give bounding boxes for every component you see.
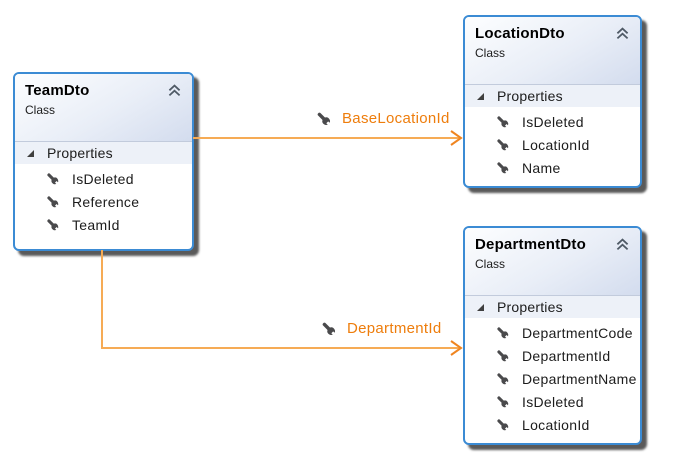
property-wrench-icon — [495, 160, 510, 175]
property-label: Name — [522, 159, 561, 176]
class-header[interactable]: DepartmentDto Class — [465, 228, 640, 296]
class-header[interactable]: LocationDto Class — [465, 17, 640, 85]
property-wrench-icon — [495, 394, 510, 409]
properties-section-header[interactable]: Properties — [465, 85, 640, 107]
class-title: DepartmentDto — [475, 236, 586, 253]
collapse-chevron-icon[interactable] — [166, 82, 183, 99]
property-label: TeamId — [72, 216, 120, 233]
property-wrench-icon — [495, 114, 510, 129]
property-label: DepartmentName — [522, 370, 637, 387]
property-wrench-icon — [45, 171, 60, 186]
class-header[interactable]: TeamDto Class — [15, 74, 192, 142]
class-node-departmentdto[interactable]: DepartmentDto Class Properties Departmen… — [463, 226, 642, 445]
property-wrench-icon — [315, 110, 332, 127]
property-row[interactable]: IsDeleted — [465, 110, 640, 133]
property-label: DepartmentId — [522, 347, 611, 364]
property-wrench-icon — [495, 417, 510, 432]
property-row[interactable]: Reference — [15, 190, 192, 213]
connector-departmentid-arrowhead — [450, 340, 463, 356]
property-row[interactable]: IsDeleted — [15, 167, 192, 190]
connector-label-text: BaseLocationId — [342, 109, 450, 127]
connector-label-text: DepartmentId — [347, 319, 442, 337]
section-label: Properties — [497, 88, 563, 104]
property-label: IsDeleted — [522, 113, 584, 130]
connector-label-departmentid[interactable]: DepartmentId — [320, 317, 441, 339]
class-node-locationdto[interactable]: LocationDto Class Properties IsDeleted L… — [463, 15, 642, 188]
property-row[interactable]: LocationId — [465, 413, 640, 436]
property-wrench-icon — [320, 320, 337, 337]
section-expander-icon[interactable] — [477, 92, 484, 100]
section-label: Properties — [497, 299, 563, 315]
property-label: DepartmentCode — [522, 324, 633, 341]
section-expander-icon[interactable] — [477, 303, 484, 311]
property-row[interactable]: IsDeleted — [465, 390, 640, 413]
property-label: IsDeleted — [72, 170, 134, 187]
property-row[interactable]: TeamId — [15, 213, 192, 236]
properties-list: IsDeleted Reference TeamId — [15, 164, 192, 236]
property-wrench-icon — [45, 194, 60, 209]
property-label: LocationId — [522, 416, 590, 433]
class-stereotype: Class — [25, 103, 56, 117]
property-wrench-icon — [495, 137, 510, 152]
class-stereotype: Class — [475, 257, 506, 271]
property-label: LocationId — [522, 136, 590, 153]
section-expander-icon[interactable] — [27, 149, 34, 157]
class-node-teamdto[interactable]: TeamDto Class Properties IsDeleted Refer… — [13, 72, 194, 251]
properties-list: DepartmentCode DepartmentId DepartmentNa… — [465, 318, 640, 436]
property-row[interactable]: DepartmentCode — [465, 321, 640, 344]
class-title: TeamDto — [25, 82, 90, 99]
connector-label-baselocationid[interactable]: BaseLocationId — [315, 107, 450, 129]
collapse-chevron-icon[interactable] — [614, 236, 631, 253]
property-wrench-icon — [45, 217, 60, 232]
properties-section-header[interactable]: Properties — [465, 296, 640, 318]
property-label: Reference — [72, 193, 140, 210]
property-wrench-icon — [495, 371, 510, 386]
property-row[interactable]: DepartmentId — [465, 344, 640, 367]
property-wrench-icon — [495, 325, 510, 340]
properties-list: IsDeleted LocationId Name — [465, 107, 640, 179]
property-label: IsDeleted — [522, 393, 584, 410]
property-row[interactable]: LocationId — [465, 133, 640, 156]
class-stereotype: Class — [475, 46, 506, 60]
class-title: LocationDto — [475, 25, 565, 42]
property-wrench-icon — [495, 348, 510, 363]
properties-section-header[interactable]: Properties — [15, 142, 192, 164]
property-row[interactable]: Name — [465, 156, 640, 179]
collapse-chevron-icon[interactable] — [614, 25, 631, 42]
property-row[interactable]: DepartmentName — [465, 367, 640, 390]
section-label: Properties — [47, 145, 113, 161]
connector-baselocationid-arrowhead — [450, 130, 463, 146]
